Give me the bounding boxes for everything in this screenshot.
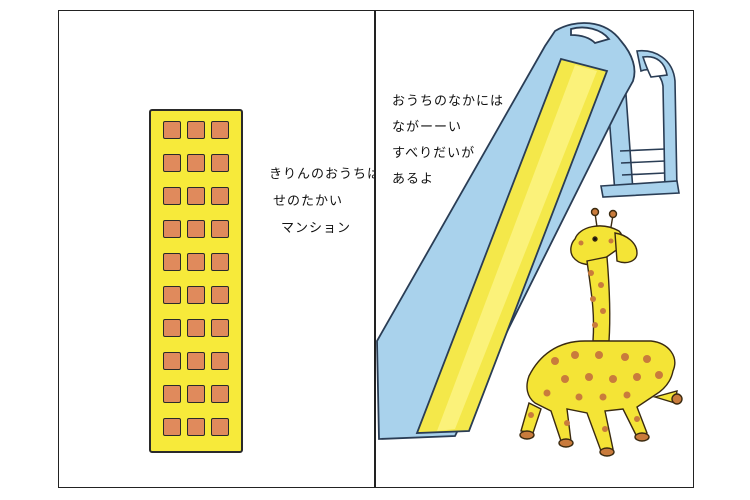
right-text-line-2: ながーーい (392, 120, 463, 135)
right-page-text: おうちのなかには ながーーい すべりだいが あるよ (392, 89, 504, 193)
building-window (163, 352, 181, 370)
building-window (211, 121, 229, 139)
building-window (211, 220, 229, 238)
building-window (187, 187, 205, 205)
left-text-line-1: きりんのおうちは (269, 167, 375, 182)
building-window (211, 352, 229, 370)
slide-and-giraffe-drawing (376, 22, 683, 457)
building-window (211, 187, 229, 205)
building-window (163, 286, 181, 304)
giraffe-handprint-drawing (519, 207, 683, 457)
left-text-line-2: せのたかい (273, 194, 344, 209)
right-page: おうちのなかには ながーーい すべりだいが あるよ (375, 11, 693, 487)
building-window (211, 286, 229, 304)
building-window (187, 319, 205, 337)
building-window (187, 352, 205, 370)
building-window (163, 253, 181, 271)
building-window (211, 418, 229, 436)
building-window (187, 154, 205, 172)
left-page: きりんのおうちは せのたかい マンション (59, 11, 375, 487)
building-window (163, 220, 181, 238)
building-window (211, 385, 229, 403)
building-window (211, 253, 229, 271)
right-text-line-3: すべりだいが (392, 146, 476, 161)
picture-book-spread: きりんのおうちは せのたかい マンション (58, 10, 694, 488)
building-window (187, 385, 205, 403)
page-gutter-line (374, 11, 376, 487)
building-window (163, 154, 181, 172)
right-text-line-1: おうちのなかには (392, 94, 505, 109)
building-window (163, 121, 181, 139)
building-window (163, 187, 181, 205)
building-window (211, 319, 229, 337)
right-text-line-4: あるよ (392, 172, 435, 187)
building-window (163, 418, 181, 436)
apartment-building-drawing (149, 109, 243, 453)
building-window (187, 418, 205, 436)
slide-body (376, 22, 636, 440)
building-window (187, 220, 205, 238)
building-window (187, 286, 205, 304)
left-page-text: きりんのおうちは せのたかい マンション (269, 161, 375, 242)
building-window (163, 319, 181, 337)
giraffe-spots (528, 238, 663, 432)
left-text-line-3: マンション (281, 221, 352, 236)
building-window (211, 154, 229, 172)
building-window (187, 121, 205, 139)
building-window (187, 253, 205, 271)
building-window (163, 385, 181, 403)
